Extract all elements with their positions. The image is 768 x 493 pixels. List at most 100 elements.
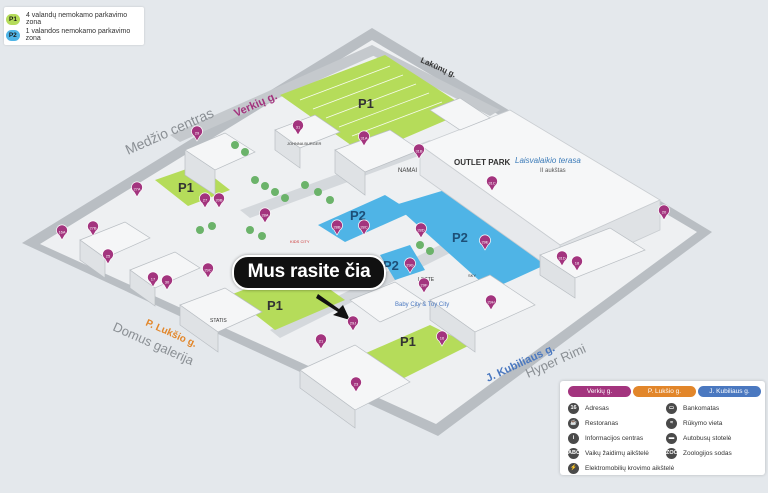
address-pin[interactable]: 31D <box>556 250 568 267</box>
legend-zoo: ZOO Zoologijos sodas <box>666 448 732 459</box>
address-pin[interactable]: 17 <box>147 271 159 288</box>
address-pin[interactable]: 23 <box>350 376 362 393</box>
pin-marker-icon <box>486 175 498 192</box>
address-pin[interactable]: 29E <box>479 234 491 251</box>
pin-marker-icon <box>413 143 425 160</box>
address-pin[interactable]: 29F <box>418 277 430 294</box>
address-pin[interactable]: 31C <box>486 175 498 192</box>
parking-legend: P1 4 valandų nemokamo parkavimo zona P2 … <box>4 7 144 45</box>
pin-label: 28A <box>261 213 268 218</box>
pin-marker-icon <box>315 333 327 350</box>
address-pin[interactable]: 20B <box>213 192 225 209</box>
address-pin[interactable]: 27B <box>87 220 99 237</box>
pin-marker-icon <box>350 376 362 393</box>
pin-label: 16 <box>440 336 445 341</box>
legend-smoking-label: Rūkymo vieta <box>683 420 723 427</box>
pin-marker-icon <box>161 274 173 291</box>
legend-address: 16 Adresas <box>568 403 609 414</box>
pin-label: 31B <box>415 149 422 154</box>
location-callout: Mus rasite čia <box>232 255 386 290</box>
baby-city-label: Baby City & Toy City <box>395 302 449 308</box>
address-pin[interactable]: 28A <box>259 207 271 224</box>
pin-marker-icon <box>556 250 568 267</box>
address-pin[interactable]: 27A <box>131 181 143 198</box>
address-pin[interactable]: 16 <box>436 330 448 347</box>
legend-streets: Verkių g. P. Lukšio g. J. Kubiliaus g. <box>568 386 761 397</box>
zone-label-p2-west: P2 <box>350 208 366 223</box>
legend-zoo-label: Zoologijos sodas <box>683 450 732 457</box>
legend-street-luksio: P. Lukšio g. <box>633 386 696 397</box>
callout-arrow <box>316 294 350 320</box>
address-pin[interactable]: 29H <box>485 294 497 311</box>
playground-icon: ABC <box>568 448 580 459</box>
legend-street-verkiu: Verkių g. <box>568 386 631 397</box>
address-pin[interactable]: 18 <box>571 255 583 272</box>
zone-label-p1-center: P1 <box>267 298 283 313</box>
smoking-icon: ≈ <box>666 418 677 429</box>
pin-label: 28D <box>417 228 424 233</box>
pin-marker-icon <box>436 330 448 347</box>
legend-address-label: Adresas <box>585 405 609 412</box>
namai-label: NAMAI <box>398 168 417 174</box>
address-pin[interactable]: 25 <box>102 248 114 265</box>
pin-label: 30 <box>165 280 170 285</box>
pin-marker-icon <box>213 192 225 209</box>
pin-marker-icon <box>479 234 491 251</box>
bus-stop-icon: ▬ <box>666 433 677 444</box>
legend-restaurant-label: Restoranas <box>585 420 619 427</box>
legend-info-label: Informacijos centras <box>585 435 644 442</box>
legend-bus-stop-label: Autobusų stotelė <box>683 435 732 442</box>
pin-marker-icon <box>56 224 68 241</box>
statis-label: STATIS <box>210 318 227 324</box>
legend-bus-stop: ▬ Autobusų stotelė <box>666 433 731 444</box>
address-pin[interactable]: 28B <box>331 219 343 236</box>
address-pin[interactable]: 29J <box>347 315 359 332</box>
pin-label: 28C <box>360 225 367 230</box>
legend-playground-label: Vaikų žaidimų aikštelė <box>585 450 649 457</box>
legend-playground: ABC Vaikų žaidimų aikštelė <box>568 448 649 459</box>
address-pin[interactable]: 31B <box>413 143 425 160</box>
legend-charging-label: Elektromobilių krovimo aikštelė <box>585 465 675 472</box>
address-pin[interactable]: 21 <box>315 333 327 350</box>
pin-label: 31D <box>558 256 565 261</box>
address-pin[interactable]: 28C <box>358 219 370 236</box>
address-pin[interactable]: 28D <box>415 222 427 239</box>
legend-info: i Informacijos centras <box>568 433 643 444</box>
pin-marker-icon <box>191 125 203 142</box>
zone-label-p2-mid: P2 <box>383 258 399 273</box>
pin-label: 27 <box>203 198 208 203</box>
pin-marker-icon <box>87 220 99 237</box>
johnna-burger-label: JOHNNA BURGER <box>287 141 322 146</box>
address-pin[interactable]: 30 <box>161 274 173 291</box>
zone-label-p1-west: P1 <box>178 180 194 195</box>
legend-atm: ▭ Bankomatas <box>666 403 719 414</box>
legend-smoking: ≈ Rūkymo vieta <box>666 418 722 429</box>
pin-label: 21 <box>319 339 324 344</box>
pin-marker-icon <box>571 255 583 272</box>
pin-label: 18 <box>575 261 580 266</box>
pin-label: 27B <box>89 226 96 231</box>
pin-marker-icon <box>358 130 370 147</box>
map-pins[interactable]: 29 31 31A 31B 27A 27 20B 27B 28A 28B 28C 16A 25 17 28D… <box>56 119 670 393</box>
address-pin[interactable]: 29G <box>404 257 416 274</box>
parking-p2-east <box>395 190 545 290</box>
address-pin[interactable]: 20 <box>658 204 670 221</box>
pin-label: 23 <box>354 382 359 387</box>
zone-label-p1-north: P1 <box>358 96 374 111</box>
address-pin[interactable]: 31 <box>292 119 304 136</box>
pin-label: 31A <box>360 136 367 141</box>
pin-label: 29C <box>204 268 211 273</box>
pin-label: 29 <box>195 131 200 136</box>
address-pin[interactable]: 29C <box>202 262 214 279</box>
address-pin[interactable]: 31A <box>358 130 370 147</box>
map-legend: Verkių g. P. Lukšio g. J. Kubiliaus g. 1… <box>560 381 765 475</box>
address-pin[interactable]: 29 <box>191 125 203 142</box>
pin-marker-icon <box>147 271 159 288</box>
address-pin[interactable]: 27 <box>199 192 211 209</box>
pin-marker-icon <box>202 262 214 279</box>
pin-label: 27A <box>133 187 140 192</box>
parking-lines-north <box>299 65 443 137</box>
address-pin[interactable]: 16A <box>56 224 68 241</box>
lakunu-road <box>366 45 500 116</box>
legend-street-kubiliaus: J. Kubiliaus g. <box>698 386 761 397</box>
